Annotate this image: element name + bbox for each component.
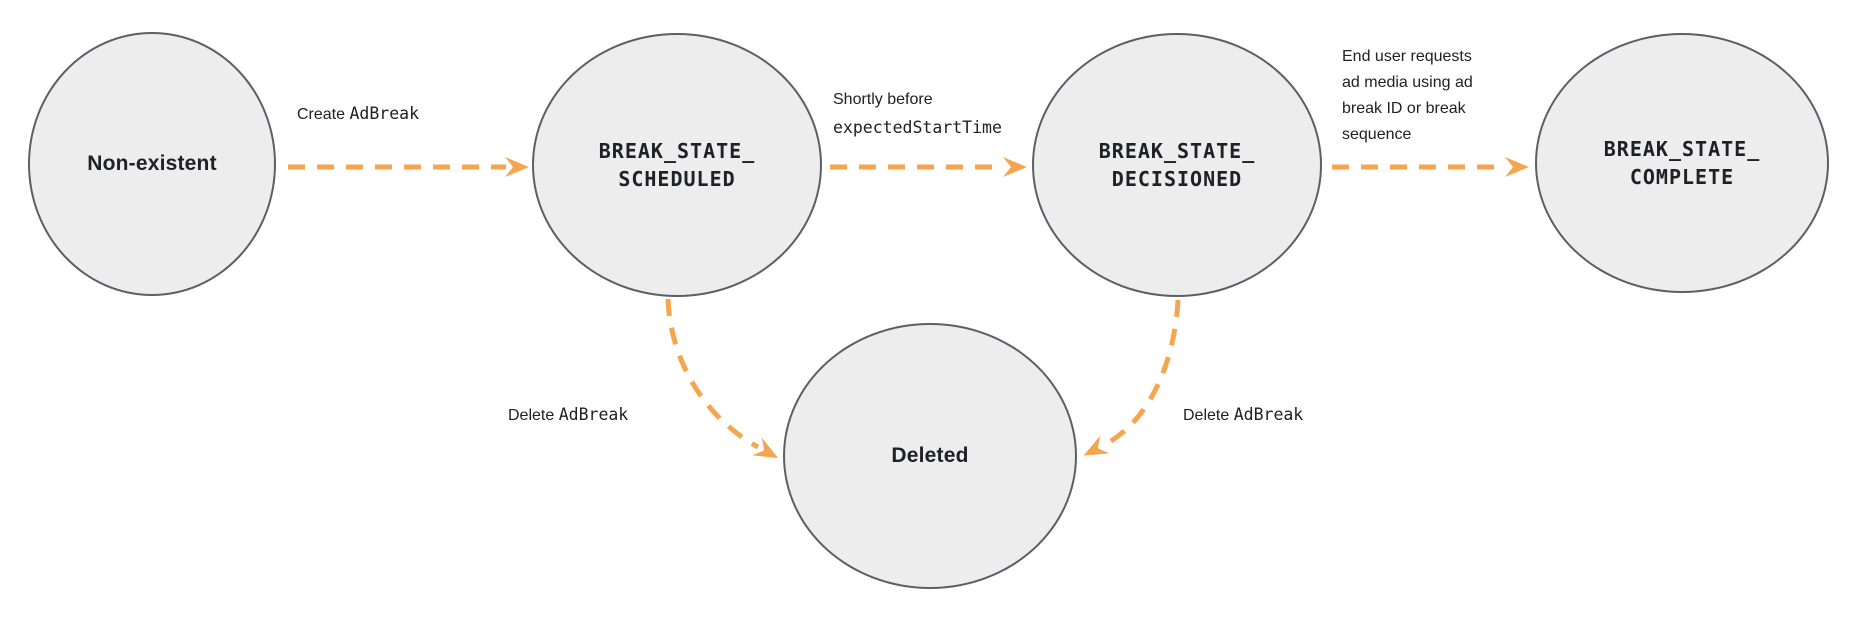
state-node-break-state-decisioned: BREAK_STATE_ DECISIONED <box>1032 33 1322 297</box>
state-label: BREAK_STATE_ DECISIONED <box>1098 139 1256 191</box>
state-node-break-state-scheduled: BREAK_STATE_ SCHEDULED <box>532 33 822 297</box>
edge-label-code: AdBreak <box>558 405 629 424</box>
edge-label-create-adbreak: Create AdBreak <box>297 101 419 128</box>
edge-label-text: Delete <box>1183 407 1234 424</box>
state-node-break-state-complete: BREAK_STATE_ COMPLETE <box>1535 33 1829 293</box>
edge-label-delete-adbreak-right: Delete AdBreak <box>1183 402 1303 429</box>
state-label: BREAK_STATE_ COMPLETE <box>1603 137 1761 189</box>
edge-label-code: AdBreak <box>1233 405 1304 424</box>
edge-label-delete-adbreak-left: Delete AdBreak <box>508 402 628 429</box>
edge-label-text: Create <box>297 106 350 123</box>
edge-label-end-user-requests: End user requests ad media using ad brea… <box>1342 44 1473 148</box>
state-label: Deleted <box>891 444 969 467</box>
state-label: Non-existent <box>87 152 217 175</box>
edge-delete-adbreak-from-decisioned <box>1083 299 1181 456</box>
edge-label-code: expectedStartTime <box>833 118 1002 137</box>
edge-label-text: Delete <box>508 407 559 424</box>
edge-label-text: Shortly before <box>833 91 933 108</box>
state-node-deleted: Deleted <box>783 323 1077 589</box>
edge-label-text: End user requests ad media using ad brea… <box>1342 48 1473 143</box>
state-label: BREAK_STATE_ SCHEDULED <box>598 139 756 191</box>
edge-label-shortly-before: Shortly before expectedStartTime <box>833 86 1002 142</box>
edge-label-code: AdBreak <box>349 104 420 123</box>
edge-delete-adbreak-from-scheduled <box>665 298 779 459</box>
state-node-non-existent: Non-existent <box>28 32 276 296</box>
